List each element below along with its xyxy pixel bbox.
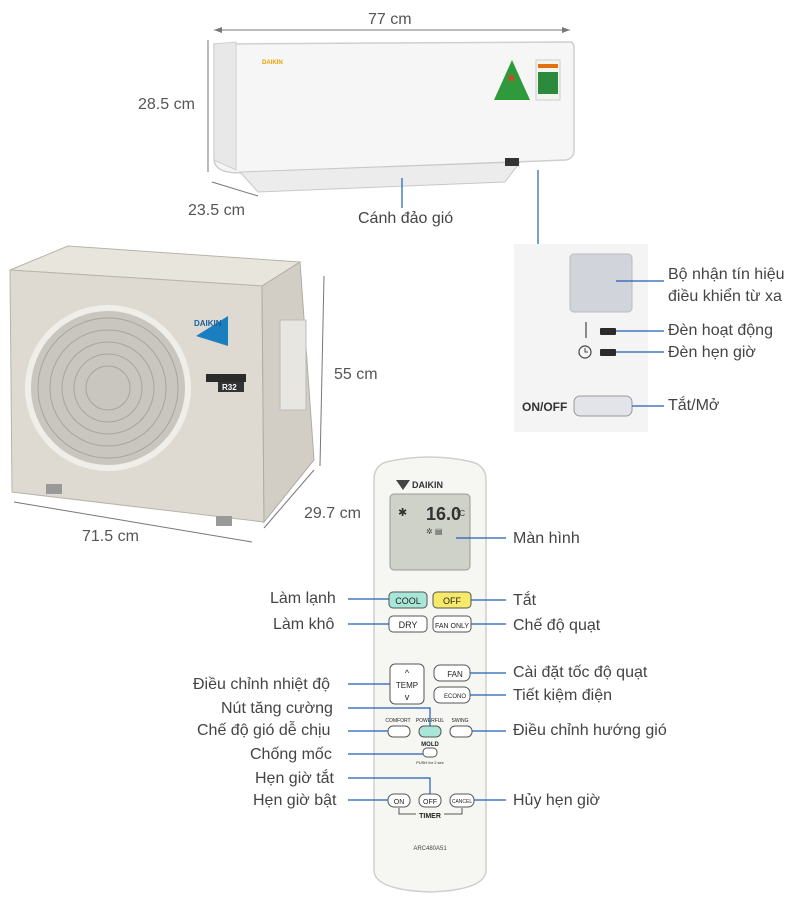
fan-mode-label: Chế độ quạt [513,617,601,634]
fan-speed-label: Cài đặt tốc độ quạt [513,664,648,681]
outdoor-height-line [319,275,325,467]
svg-text:★: ★ [506,71,517,85]
remote-display [389,493,471,571]
svg-text:16.0: 16.0 [426,504,461,524]
clock-icon [578,345,592,359]
timer-off-label: Hẹn giờ tắt [255,770,334,787]
svg-text:OFF: OFF [423,799,437,806]
svg-text:OFF: OFF [443,596,461,606]
remote-control: DAIKIN ✱ 16.0 °C ✲ ▤ COOL OFF DRY FAN ON… [373,456,487,893]
remote-brand: DAIKIN [412,480,443,490]
svg-text:SWING: SWING [452,718,469,724]
swing-label: Điều chỉnh hướng gió [513,722,667,739]
indoor-unit: DAIKIN ★ [213,41,575,193]
svg-text:DRY: DRY [399,620,418,630]
svg-text:R32: R32 [222,383,237,392]
indoor-depth: 23.5 cm [188,202,245,219]
off-label: Tắt [513,592,537,609]
energy-star-badge: ★ [494,60,530,100]
cool-button[interactable] [388,591,428,609]
indoor-depth-line [211,181,259,197]
receiver-label: Bộ nhận tín hiệu điều khiển từ xa [668,266,785,305]
timer-lamp-label: Đèn hẹn giờ [668,344,756,361]
svg-text:PUSH for 2 sec: PUSH for 2 sec [416,760,444,765]
mold-button[interactable] [422,747,438,758]
svg-text:TEMP: TEMP [396,681,418,690]
dry-label: Làm khô [273,616,335,633]
powerful-button[interactable] [418,725,442,738]
ir-receiver [569,253,633,313]
screen-label: Màn hình [513,530,580,547]
svg-text:✲ ▤: ✲ ▤ [426,527,442,536]
comfort-label: Chế độ gió dễ chịu [197,722,331,739]
svg-text:ECONO: ECONO [444,694,466,700]
econo-label: Tiết kiệm điện [513,687,612,704]
outdoor-brand-logo: DAIKIN [194,319,222,328]
svg-text:COOL: COOL [395,596,421,606]
onoff-text: ON/OFF [522,400,568,414]
onoff-switch[interactable] [573,395,633,417]
svg-text:CANCEL: CANCEL [452,799,473,805]
cool-label: Làm lạnh [270,590,336,607]
svg-text:°C: °C [456,509,465,518]
svg-text:ON: ON [394,799,405,806]
indoor-width: 77 cm [368,11,412,28]
svg-text:MOLD: MOLD [421,742,439,748]
indoor-height: 28.5 cm [138,96,195,113]
fan-grille [25,305,191,471]
temp-adjust-label: Điều chỉnh nhiệt độ [193,676,330,693]
louver-label: Cánh đảo gió [358,210,454,227]
leader-lines [348,537,506,801]
swing-button[interactable] [449,725,473,738]
svg-text:FAN ONLY: FAN ONLY [435,623,469,630]
outdoor-depth-line [263,469,315,529]
svg-text:TIMER: TIMER [419,813,441,820]
onoff-label: Tắt/Mở [668,397,720,414]
svg-text:^: ^ [405,668,410,678]
powerful-label: Nút tăng cường [221,700,333,717]
cancel-label: Hủy hẹn giờ [513,792,600,809]
outdoor-width-line [13,501,253,543]
indoor-brand-logo: DAIKIN [262,60,283,66]
timer-on-label: Hẹn giờ bật [253,792,337,809]
svg-text:v: v [405,692,410,702]
outdoor-width: 71.5 cm [82,528,139,545]
outdoor-height: 55 cm [334,366,378,383]
outdoor-depth: 29.7 cm [304,505,361,522]
refrigerant-badge [218,382,244,392]
svg-text:FAN: FAN [447,670,463,679]
comfort-button[interactable] [387,725,411,738]
svg-text:COMFORT: COMFORT [385,718,410,724]
mold-label: Chống mốc [250,746,332,763]
outdoor-unit: DAIKIN R32 [9,245,315,526]
operation-lamp [600,328,616,335]
remote-model: ARC480A51 [413,846,447,852]
outdoor-logo-mark [196,316,228,346]
operation-lamp-label: Đèn hoạt động [668,322,773,339]
svg-text:✱: ✱ [398,507,407,519]
timer-lamp [600,349,616,356]
